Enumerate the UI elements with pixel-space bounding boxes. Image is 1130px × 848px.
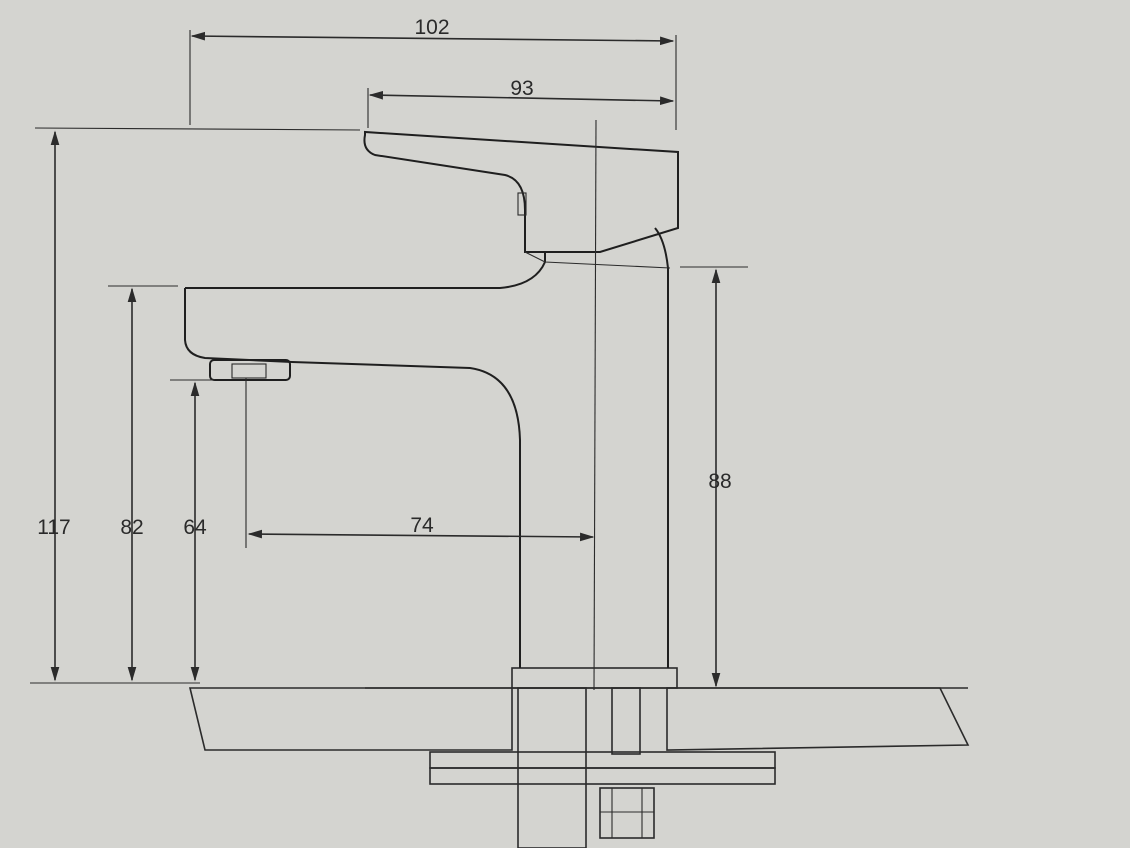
mounting-washer — [429, 751, 776, 785]
dim-body-height: 88 — [708, 470, 731, 493]
lever-handle — [363, 130, 679, 269]
aerator — [209, 359, 291, 381]
supply-shank — [511, 667, 678, 848]
dim-handle-length: 93 — [510, 77, 533, 100]
dim-outlet-height: 64 — [183, 516, 207, 539]
dim-total-height: 117 — [37, 516, 70, 539]
extension-lines — [30, 30, 748, 684]
dimension-lines — [50, 31, 721, 688]
dim-overall-width: 102 — [414, 16, 449, 39]
dim-spout-top-height: 82 — [120, 516, 143, 539]
dim-spout-reach: 74 — [410, 514, 434, 537]
countertop-section — [188, 687, 970, 751]
centerline — [593, 119, 597, 691]
